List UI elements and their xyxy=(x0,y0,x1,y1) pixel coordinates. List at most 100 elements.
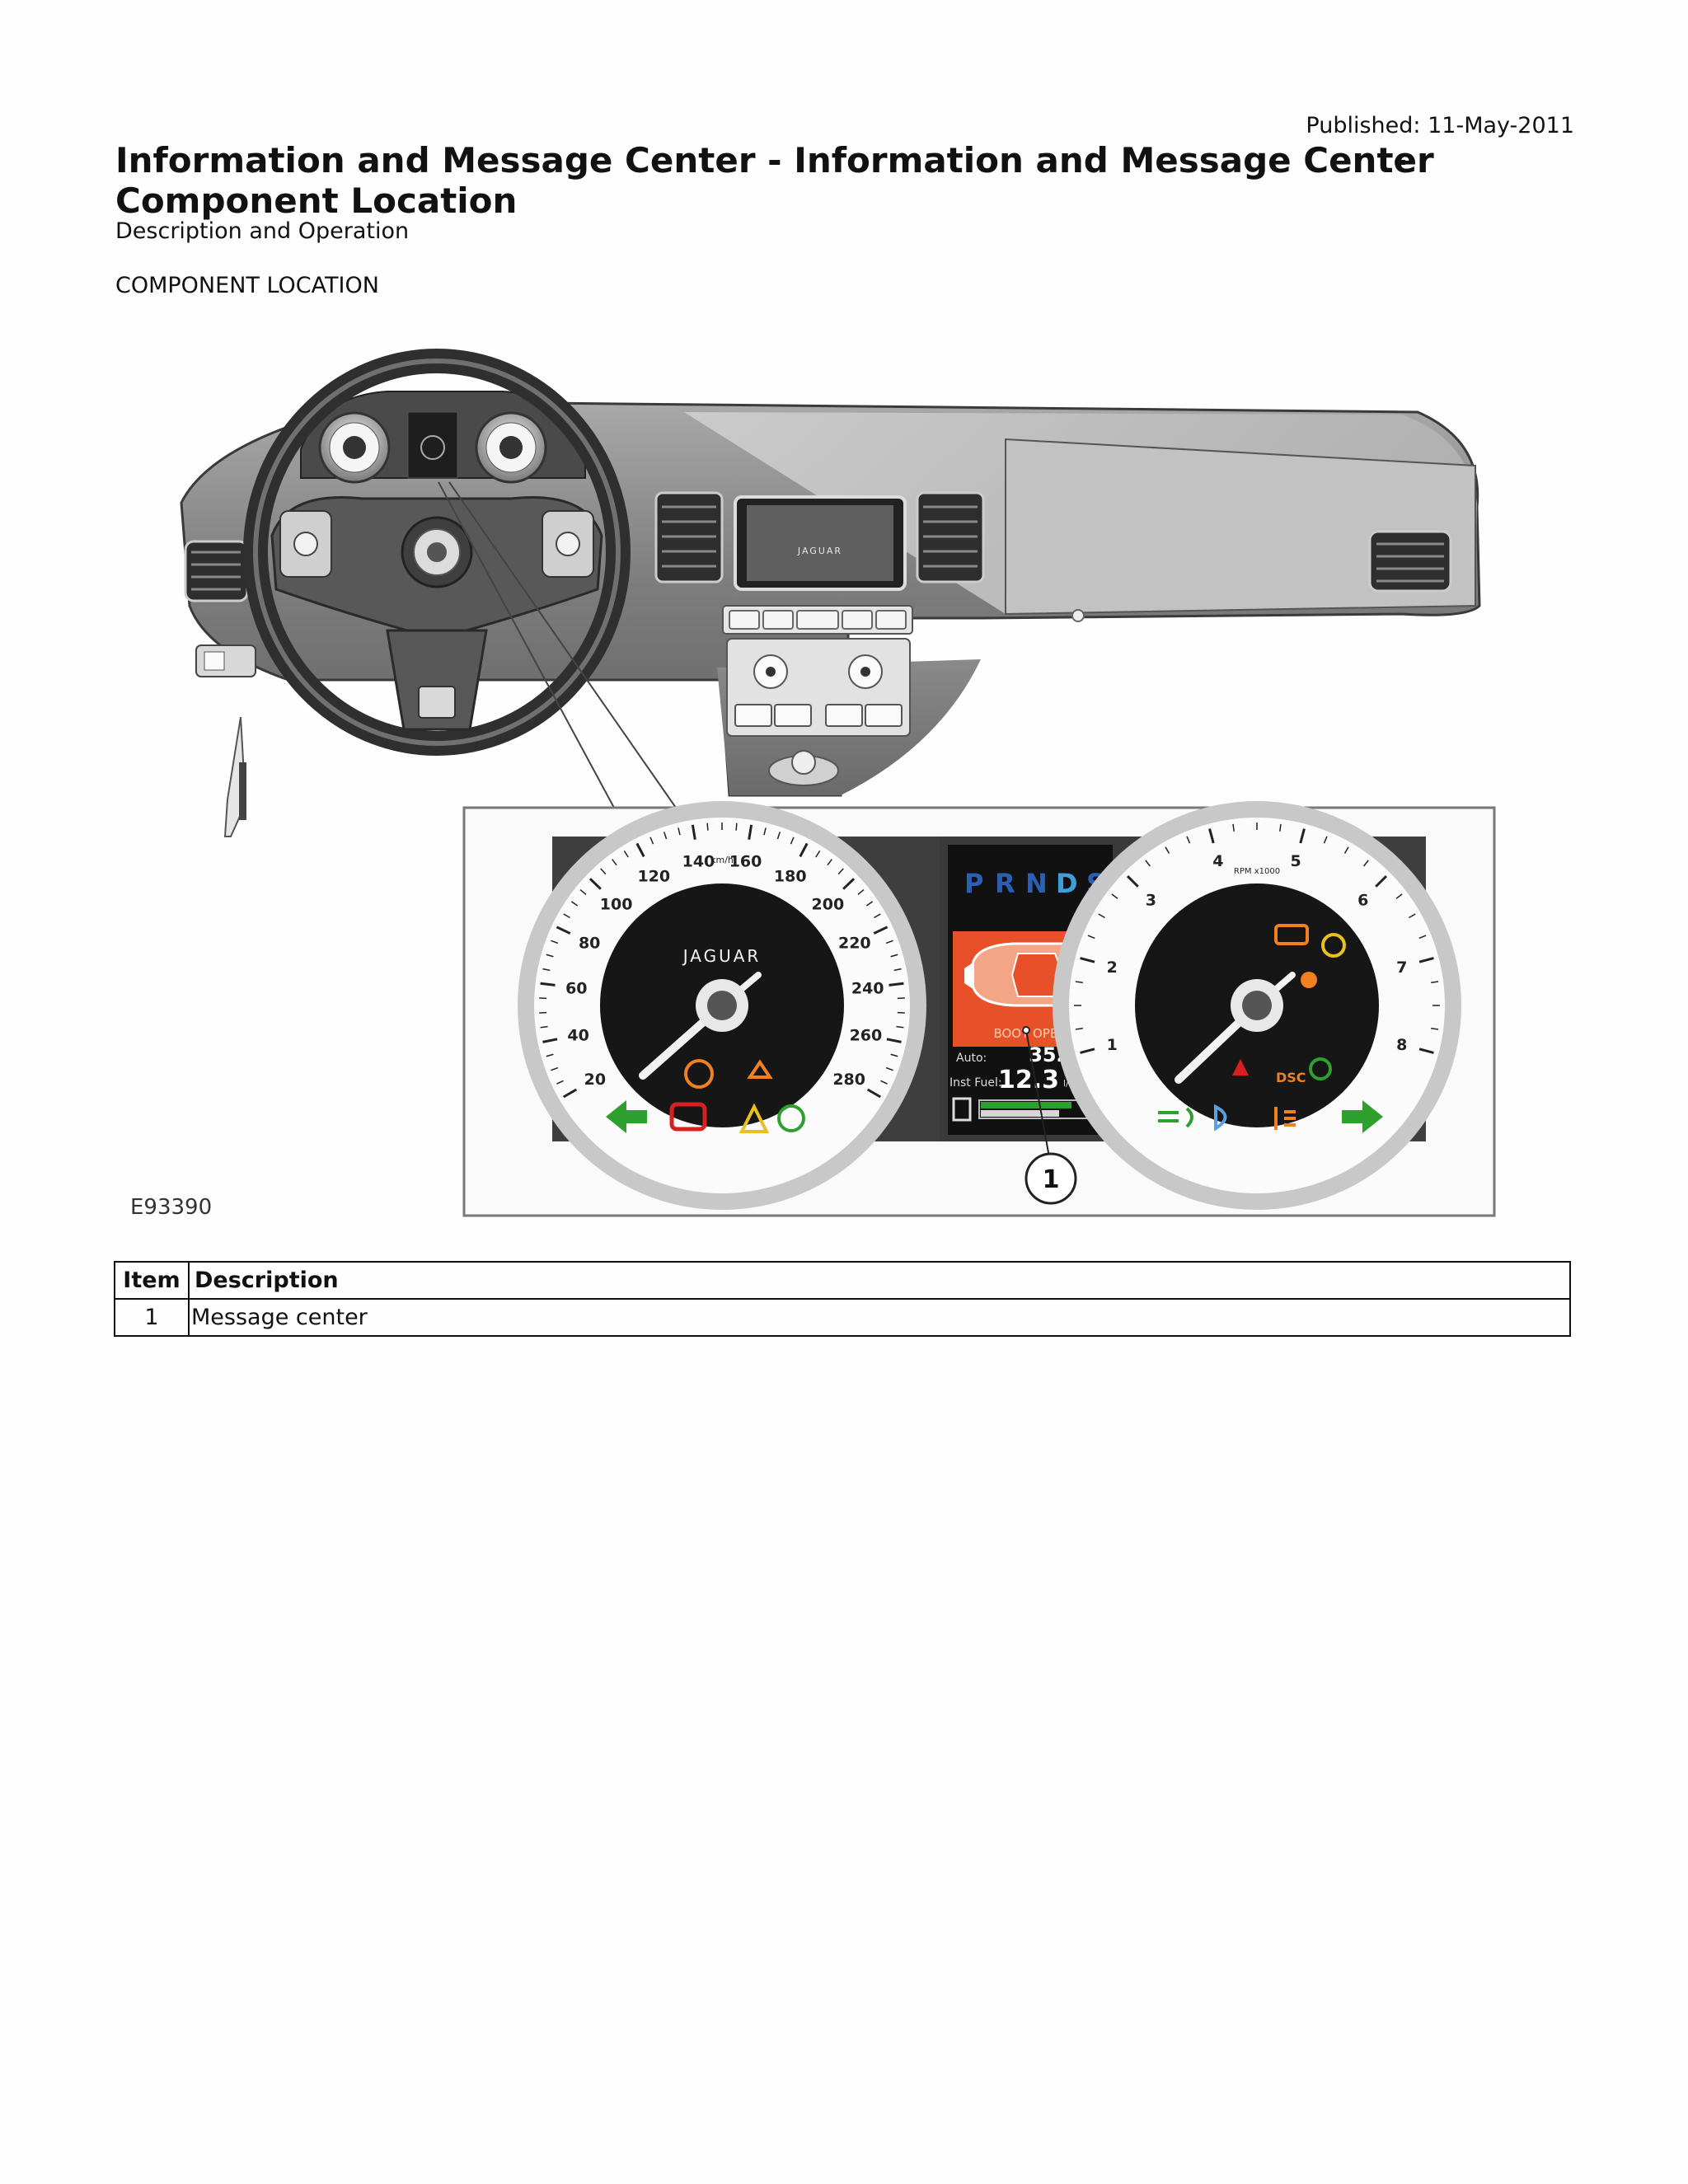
dial-tick xyxy=(857,889,865,895)
dial-tick xyxy=(1363,860,1369,867)
dial-tick xyxy=(1375,874,1388,888)
dial-label: 20 xyxy=(584,1071,606,1089)
dial-tick xyxy=(1395,893,1403,899)
front-fog-icon xyxy=(1158,1107,1193,1128)
seatbelt-warning-icon xyxy=(747,1059,773,1079)
component-location-figure: JAGUAR xyxy=(115,334,1500,1240)
dial-tick xyxy=(893,968,902,972)
engine-warning-icon xyxy=(1274,924,1309,945)
dial-tick xyxy=(663,832,668,840)
dial-tick xyxy=(776,832,781,840)
dial-tick xyxy=(551,940,559,944)
item-description-cell: Message center xyxy=(188,1298,1571,1337)
speedometer-ticks xyxy=(539,823,905,1099)
dial-tick xyxy=(1080,957,1095,963)
dial-tick xyxy=(546,1053,554,1057)
dial-label: 2 xyxy=(1107,958,1118,977)
tachometer-ticks xyxy=(1074,823,1440,1054)
dial-tick xyxy=(1165,846,1170,854)
dial-label: 100 xyxy=(600,896,633,914)
dial-tick xyxy=(546,954,554,958)
main-beam-icon xyxy=(1214,1104,1227,1132)
dial-tick xyxy=(540,1025,548,1029)
dial-tick xyxy=(880,1080,888,1085)
published-date: Published: 11-May-2011 xyxy=(1306,113,1574,138)
dial-tick xyxy=(563,913,570,919)
page-title: Information and Message Center - Informa… xyxy=(115,140,1451,221)
dial-tick xyxy=(1080,1047,1095,1054)
brake-fluid-icon xyxy=(1232,1059,1249,1076)
hazard-warning-icon xyxy=(738,1103,770,1133)
dial-label: 220 xyxy=(838,935,871,953)
dial-tick xyxy=(837,868,844,875)
dial-tick xyxy=(827,859,832,866)
dial-label: 200 xyxy=(812,896,845,914)
dial-tick xyxy=(815,850,821,858)
dial-tick xyxy=(885,1066,893,1071)
dial-tick xyxy=(649,837,654,845)
dsc-label: DSC xyxy=(1276,1070,1306,1085)
dial-tick xyxy=(866,1088,882,1099)
dial-tick xyxy=(1323,836,1328,844)
callout-number: 1 xyxy=(1043,1165,1060,1194)
dial-tick xyxy=(1409,913,1416,919)
rear-fog-icon xyxy=(1274,1107,1296,1130)
dial-label: 60 xyxy=(565,980,587,998)
dial-label: 7 xyxy=(1396,958,1407,977)
item-column-header: Item xyxy=(114,1261,190,1300)
dial-label: 280 xyxy=(832,1071,865,1089)
dial-tick xyxy=(735,823,738,831)
dial-tick xyxy=(1145,860,1151,867)
dial-tick xyxy=(873,926,889,935)
right-turn-indicator-icon xyxy=(1342,1100,1383,1133)
dial-tick xyxy=(570,901,579,907)
title-line-2: Component Location xyxy=(115,180,518,221)
dial-tick xyxy=(748,824,753,840)
gear-letter: P xyxy=(964,868,983,899)
gear-letter: N xyxy=(1025,868,1048,899)
dial-tick xyxy=(1186,836,1191,844)
tachometer-unit: RPM x1000 xyxy=(1234,867,1280,876)
callout-leader xyxy=(1025,1029,1052,1167)
dial-tick xyxy=(542,1038,558,1043)
dial-tick xyxy=(540,982,556,987)
dial-tick xyxy=(1418,935,1427,940)
gear-letter: R xyxy=(995,868,1015,899)
dial-tick xyxy=(542,968,551,972)
dial-tick xyxy=(1126,874,1139,888)
dial-tick xyxy=(579,889,587,895)
dial-label: 3 xyxy=(1146,891,1156,909)
dial-tick xyxy=(1418,957,1434,963)
leader-line xyxy=(438,481,615,808)
dial-tick xyxy=(799,842,809,858)
dial-label: 240 xyxy=(851,980,884,998)
dial-label: 120 xyxy=(637,867,670,885)
dial-tick xyxy=(556,926,571,935)
dial-tick xyxy=(588,878,602,890)
page-subtitle: Description and Operation xyxy=(115,218,410,244)
gear-letter: D xyxy=(1056,868,1078,899)
dial-tick xyxy=(691,824,696,840)
dial-tick xyxy=(1111,893,1118,899)
dial-tick xyxy=(790,837,795,845)
dial-tick xyxy=(1098,913,1105,919)
dial-label: 1 xyxy=(1107,1036,1118,1054)
cluster-brand-text: JAGUAR xyxy=(682,946,762,966)
brake-warning-icon xyxy=(684,1059,714,1089)
dial-tick xyxy=(612,859,617,866)
item-description-table: Item Description 1 Message center xyxy=(114,1261,1571,1337)
dial-tick xyxy=(896,1025,904,1029)
fuel-label: Inst Fuel: xyxy=(950,1076,1002,1090)
dial-tick xyxy=(890,954,898,958)
figure-id: E93390 xyxy=(130,1195,212,1220)
leader-line xyxy=(448,481,677,808)
dial-tick xyxy=(1299,828,1306,844)
dashboard-illustration: JAGUAR xyxy=(180,349,1481,837)
dial-tick xyxy=(1087,935,1095,940)
dial-tick xyxy=(1208,828,1215,844)
dial-label: 40 xyxy=(567,1027,588,1045)
dial-tick xyxy=(562,1088,578,1099)
